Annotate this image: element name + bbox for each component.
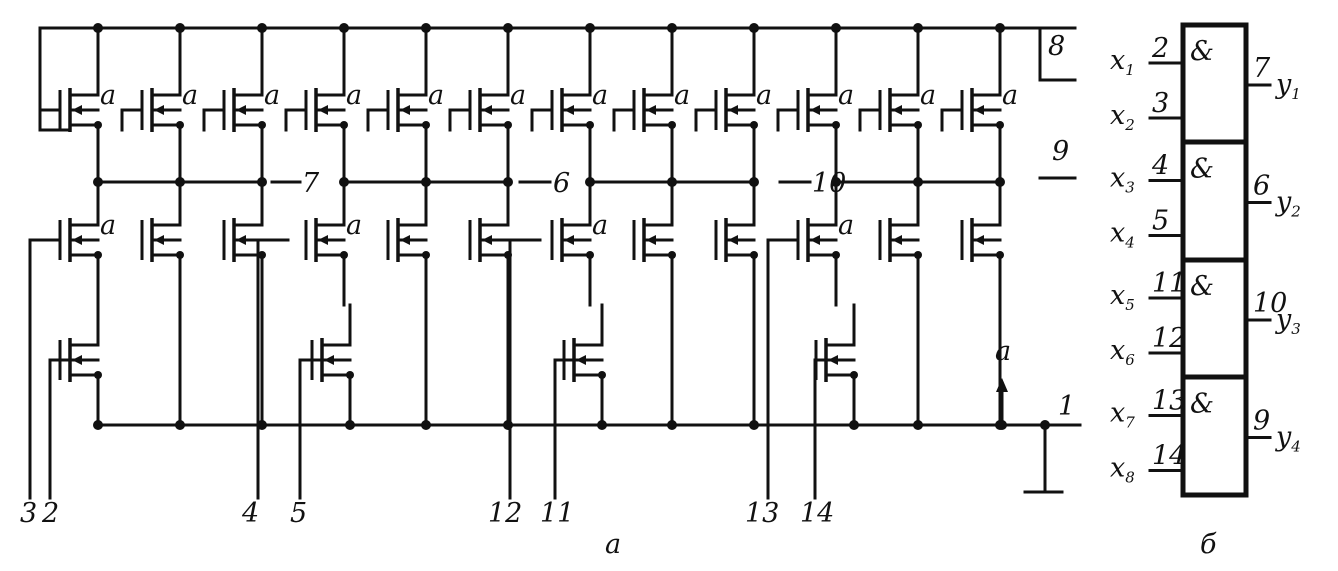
transistor-tag: а	[346, 210, 362, 241]
and-sign: &	[1190, 36, 1214, 67]
gate-input-pin: 2	[1151, 33, 1169, 64]
driver-transistor	[468, 218, 512, 262]
driver-transistor: а	[550, 210, 608, 262]
gate-output-pin: 9	[1253, 406, 1270, 437]
pin-label-9: 9	[1052, 136, 1069, 167]
input-label-4: 4	[241, 498, 259, 529]
gate-input-pin: 13	[1152, 386, 1186, 417]
gate-output-pin: 10	[1253, 288, 1287, 319]
pin-label-1: 1	[1058, 391, 1075, 422]
load-transistor: а	[960, 80, 1018, 132]
load-transistor: а	[58, 80, 116, 132]
input-label-13: 13	[745, 498, 779, 529]
gate-input-name: x8	[1110, 453, 1135, 487]
gate-input-pin: 4	[1151, 151, 1169, 182]
driver-transistor	[714, 218, 758, 262]
driver-transistor: а	[796, 210, 854, 262]
input-label-12: 12	[488, 498, 522, 529]
load-transistor: а	[304, 80, 362, 132]
pin-label-8: 8	[1048, 31, 1065, 62]
and-sign: &	[1190, 389, 1214, 420]
gate-input-pin: 3	[1152, 88, 1169, 119]
driver-transistor	[632, 218, 676, 262]
transistor-tag: а	[756, 80, 772, 111]
gate-input-name: x6	[1110, 335, 1135, 369]
load-transistor: а	[140, 80, 198, 132]
gate-input-pin: 5	[1152, 206, 1169, 237]
input-label-3: 3	[20, 498, 37, 529]
gate-output-name: y4	[1275, 422, 1301, 456]
load-transistor: а	[878, 80, 936, 132]
and-sign: &	[1190, 154, 1214, 185]
load-transistor: а	[222, 80, 280, 132]
and-sign: &	[1190, 271, 1214, 302]
input-label-11: 11	[540, 498, 574, 529]
caption-a: а	[605, 529, 621, 560]
driver-transistor	[386, 218, 430, 262]
bias-label: а	[995, 336, 1011, 367]
driver-transistor	[140, 218, 184, 262]
load-transistor: а	[632, 80, 690, 132]
gate-output-pin: 6	[1253, 171, 1270, 202]
load-transistor: а	[796, 80, 854, 132]
pin-label-10: 10	[812, 168, 846, 199]
load-transistor: а	[714, 80, 772, 132]
transistor-array: а а а а а а а а а а а а а а а а	[38, 23, 1018, 430]
driver-transistor	[960, 218, 1004, 262]
driver-transistor: а	[58, 210, 116, 262]
transistor-tag: а	[838, 210, 854, 241]
transistor-tag: а	[428, 80, 444, 111]
gate-input-name: x2	[1110, 100, 1135, 134]
gate-input-name: x1	[1110, 45, 1135, 79]
transistor-tag: а	[100, 80, 116, 111]
transistor-tag: а	[510, 80, 526, 111]
logic-symbol-b: &2x13x27y1&4x35x46y2&11x512x610y3&13x714…	[1110, 22, 1301, 498]
input-leads	[28, 238, 847, 500]
pin-label-6: 6	[553, 168, 570, 199]
gate-input-pin: 12	[1152, 323, 1186, 354]
transistor-tag: а	[182, 80, 198, 111]
transistor-tag: а	[838, 80, 854, 111]
transistor-tag: а	[592, 210, 608, 241]
gate-output-name: y1	[1275, 69, 1301, 103]
load-transistor: а	[468, 80, 526, 132]
transistor-tag: а	[100, 210, 116, 241]
transistor-tag: а	[264, 80, 280, 111]
input-label-5: 5	[290, 498, 307, 529]
load-transistor: а	[386, 80, 444, 132]
gate-input-name: x7	[1110, 398, 1135, 432]
gate-input-pin: 14	[1152, 441, 1186, 472]
gate-input-name: x3	[1110, 163, 1135, 197]
transistor-tag: а	[674, 80, 690, 111]
input-label-14: 14	[800, 498, 834, 529]
gate-output-name: y3	[1275, 304, 1301, 338]
gate-output-pin: 7	[1253, 53, 1271, 84]
gate-input-name: x4	[1110, 218, 1135, 252]
driver-transistor	[878, 218, 922, 262]
gate-output-name: y2	[1275, 187, 1301, 221]
pin-label-7: 7	[302, 168, 320, 199]
transistor-tag: а	[592, 80, 608, 111]
gate-input-pin: 11	[1152, 268, 1186, 299]
driver-transistor: а	[304, 210, 362, 262]
input-label-2: 2	[41, 498, 59, 529]
gate-input-name: x5	[1110, 280, 1135, 314]
transistor-tag: а	[1002, 80, 1018, 111]
transistor-tag: а	[346, 80, 362, 111]
load-transistor: а	[550, 80, 608, 132]
transistor-tag: а	[920, 80, 936, 111]
caption-b: б	[1200, 529, 1217, 560]
